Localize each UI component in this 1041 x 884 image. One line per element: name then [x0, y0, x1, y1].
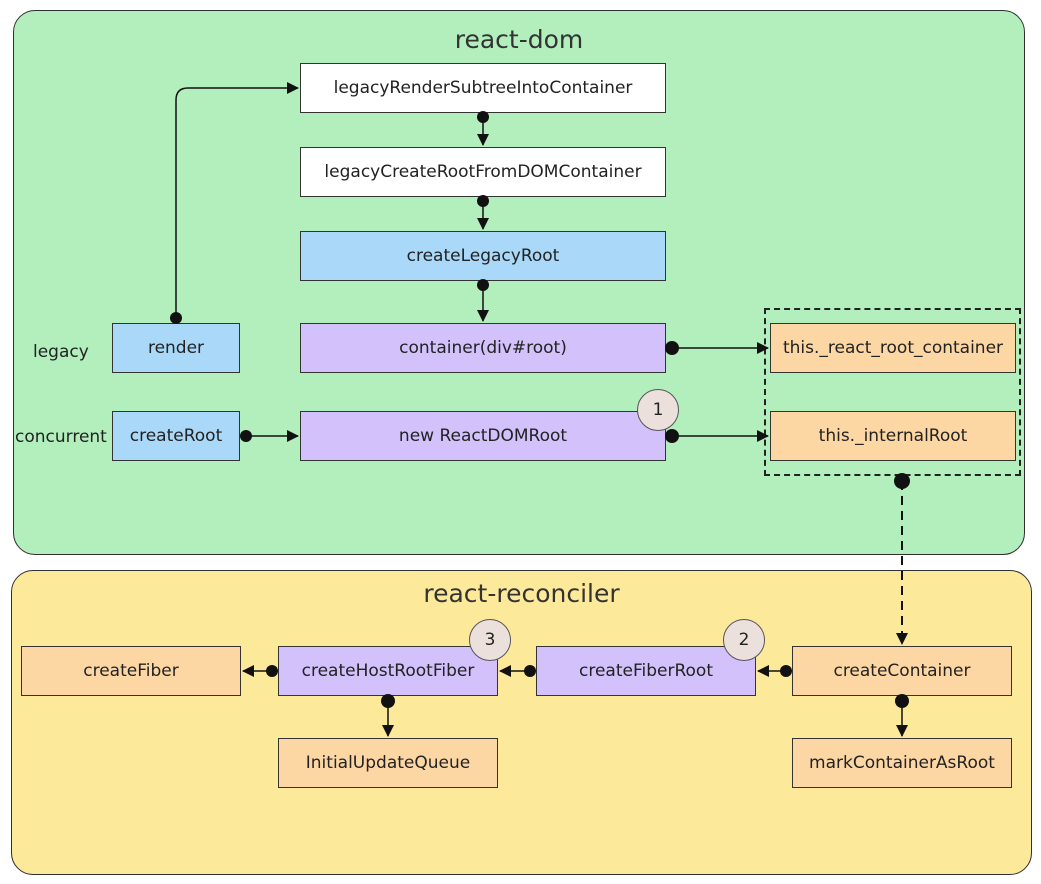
legacy-create-root-from-dom-container-node[interactable]: legacyCreateRootFromDOMContainer	[300, 147, 666, 197]
create-fiber-root-node[interactable]: createFiberRoot	[536, 646, 756, 696]
create-root-node[interactable]: createRoot	[112, 411, 240, 461]
mark-container-as-root-node[interactable]: markContainerAsRoot	[792, 738, 1012, 788]
react-reconciler-title: react-reconciler	[423, 579, 620, 608]
concurrent-label: concurrent	[15, 427, 107, 447]
react-root-container-node[interactable]: this._react_root_container	[770, 323, 1016, 373]
create-fiber-node[interactable]: createFiber	[21, 646, 241, 696]
create-container-node[interactable]: createContainer	[792, 646, 1012, 696]
create-host-root-fiber-node[interactable]: createHostRootFiber	[278, 646, 498, 696]
create-legacy-root-node[interactable]: createLegacyRoot	[300, 231, 666, 281]
step-badge-3: 3	[469, 619, 511, 661]
react-reconciler-region: react-reconciler	[11, 570, 1032, 875]
container-div-root-node[interactable]: container(div#root)	[300, 323, 666, 373]
step-badge-1: 1	[637, 389, 679, 431]
react-dom-title: react-dom	[454, 25, 584, 54]
legacy-render-subtree-into-container-node[interactable]: legacyRenderSubtreeIntoContainer	[300, 63, 666, 113]
internal-root-node[interactable]: this._internalRoot	[770, 411, 1016, 461]
initial-update-queue-node[interactable]: InitialUpdateQueue	[278, 738, 498, 788]
new-react-dom-root-node[interactable]: new ReactDOMRoot	[300, 411, 666, 461]
legacy-label: legacy	[33, 342, 89, 362]
render-node[interactable]: render	[112, 323, 240, 373]
step-badge-2: 2	[723, 619, 765, 661]
react-dom-root-properties-group	[764, 308, 1021, 476]
